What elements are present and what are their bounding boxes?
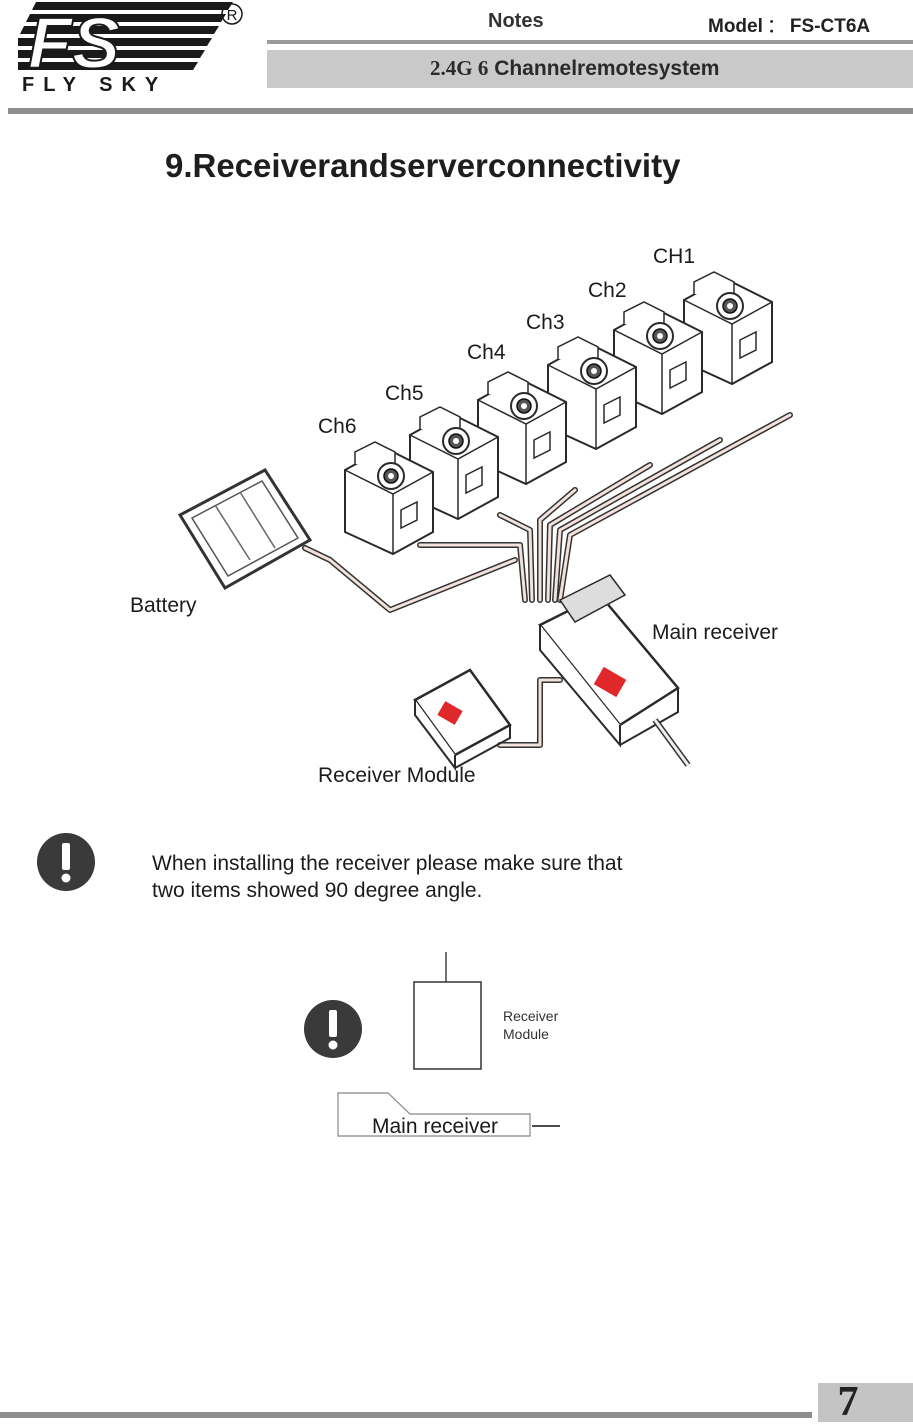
- module-label-line-2: Module: [503, 1026, 549, 1042]
- header-notes: Notes: [488, 10, 544, 33]
- orientation-diagram: Receiver Module Main receiver: [300, 948, 600, 1144]
- model-value: FS-CT6A: [790, 16, 870, 37]
- section-title: 9.Receiverandserverconnectivity: [165, 147, 680, 185]
- label-battery: Battery: [130, 594, 197, 617]
- label-ch2: Ch2: [588, 279, 627, 302]
- footer-rule: [0, 1412, 812, 1418]
- header-subtitle: 2.4G 6 Channelremotesystem: [430, 56, 719, 81]
- note-line-2: two items showed 90 degree angle.: [152, 877, 752, 904]
- registered-mark: R: [227, 7, 238, 24]
- label-ch4: Ch4: [467, 341, 506, 364]
- main-receiver: [540, 575, 688, 765]
- exclamation-icon: [36, 832, 96, 892]
- exclamation-icon: [304, 1000, 362, 1058]
- note-line-1: When installing the receiver please make…: [152, 850, 752, 877]
- header-rule: [267, 40, 913, 44]
- module-label-line-1: Receiver: [503, 1008, 559, 1024]
- connection-diagram: CH1 Ch2 Ch3 Ch4 Ch5 Ch6 Battery Main rec…: [0, 230, 913, 810]
- label-receiver-module: Receiver Module: [318, 764, 476, 787]
- fly-sky-logo: FS FLY SKY R: [18, 2, 258, 94]
- module-outline: [414, 982, 481, 1069]
- battery-pack: [180, 470, 310, 588]
- header-divider: [8, 108, 913, 114]
- brand-name: FLY SKY: [22, 74, 167, 94]
- label-main-receiver: Main receiver: [652, 621, 778, 644]
- installation-note: When installing the receiver please make…: [152, 850, 752, 904]
- subtitle-text: Channelremotesystem: [494, 57, 719, 80]
- main-receiver-label: Main receiver: [372, 1115, 498, 1138]
- label-ch5: Ch5: [385, 382, 424, 405]
- label-ch3: Ch3: [526, 311, 565, 334]
- receiver-module: [415, 670, 510, 768]
- page-number: 7: [818, 1378, 878, 1426]
- model-label: Model: [708, 16, 763, 37]
- logo-mark: FS: [28, 4, 120, 84]
- label-ch1: CH1: [653, 245, 695, 268]
- subtitle-version: 2.4G 6: [430, 56, 488, 80]
- label-ch6: Ch6: [318, 415, 357, 438]
- model-colon: ：: [767, 16, 786, 37]
- header-model: Model：FS-CT6A: [708, 11, 870, 38]
